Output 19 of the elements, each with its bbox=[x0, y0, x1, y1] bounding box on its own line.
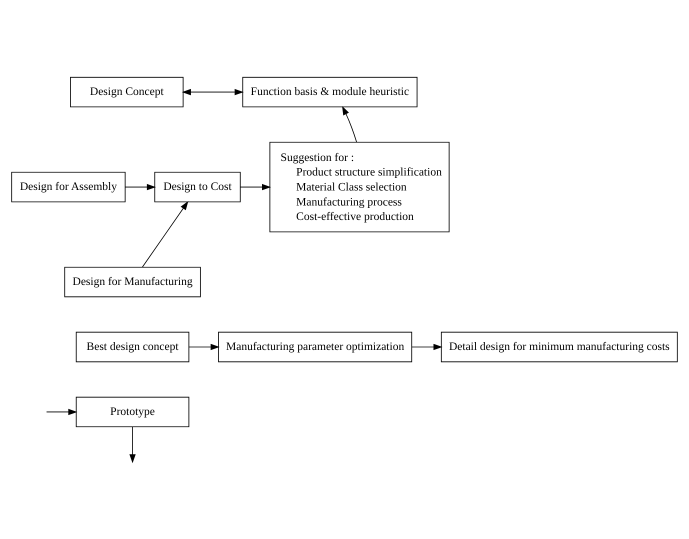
arrow bbox=[142, 200, 188, 268]
arrow bbox=[46, 408, 78, 415]
node-box: Design for Manufacturing bbox=[64, 266, 201, 297]
arrow bbox=[125, 183, 156, 190]
arrow bbox=[240, 183, 272, 190]
node-box: Detail design for minimum manufacturing costs bbox=[440, 331, 678, 362]
arrow bbox=[342, 105, 358, 142]
node-box: Suggestion for : Product structure simplification Material Class selection Manufacturing process Cost-effective production bbox=[269, 141, 450, 232]
node-box: Design to Cost bbox=[154, 171, 241, 202]
node-box: Prototype bbox=[76, 396, 190, 427]
arrow bbox=[412, 343, 443, 350]
arrow bbox=[182, 88, 244, 95]
arrow bbox=[129, 426, 136, 463]
node-box: Design Concept bbox=[70, 76, 184, 107]
arrow bbox=[188, 343, 220, 350]
node-box: Manufacturing parameter optimization bbox=[218, 331, 412, 362]
node-box: Best design concept bbox=[76, 331, 190, 362]
node-box: Function basis & module heuristic bbox=[242, 76, 418, 107]
node-box: Design for Assembly bbox=[11, 171, 126, 202]
